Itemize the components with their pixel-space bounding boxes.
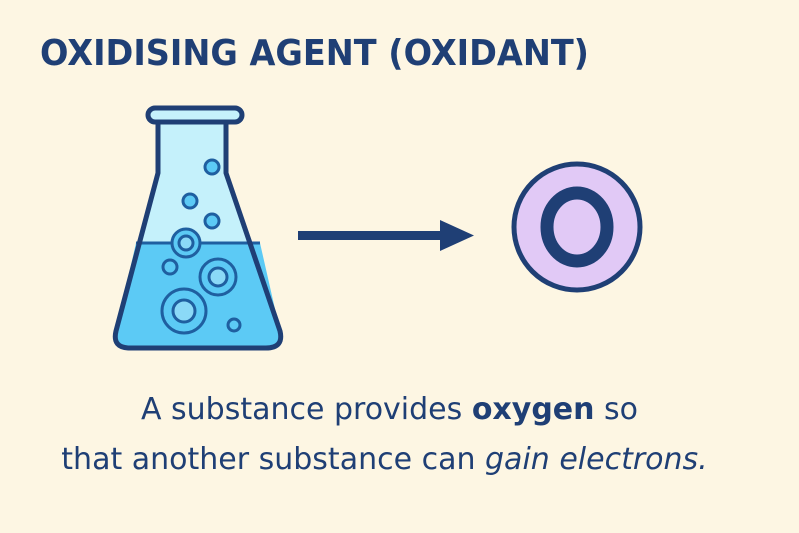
definition-caption: A substance provides oxygen so that anot…	[0, 385, 799, 485]
caption-italic-gain-electrons: gain electrons.	[485, 442, 708, 477]
right-arrow-icon	[298, 218, 474, 259]
caption-text: A substance provides	[140, 392, 472, 427]
caption-line-1: A substance provides oxygen so	[0, 385, 799, 435]
caption-line-2: that another substance can gain electron…	[0, 435, 799, 485]
caption-text: so	[594, 392, 639, 427]
caption-bold-oxygen: oxygen	[471, 392, 595, 427]
page-title: OXIDISING AGENT (OXIDANT)	[40, 33, 589, 74]
oxygen-atom-icon	[510, 160, 644, 299]
caption-text: that another substance can	[61, 442, 486, 477]
erlenmeyer-flask-icon	[108, 103, 288, 360]
